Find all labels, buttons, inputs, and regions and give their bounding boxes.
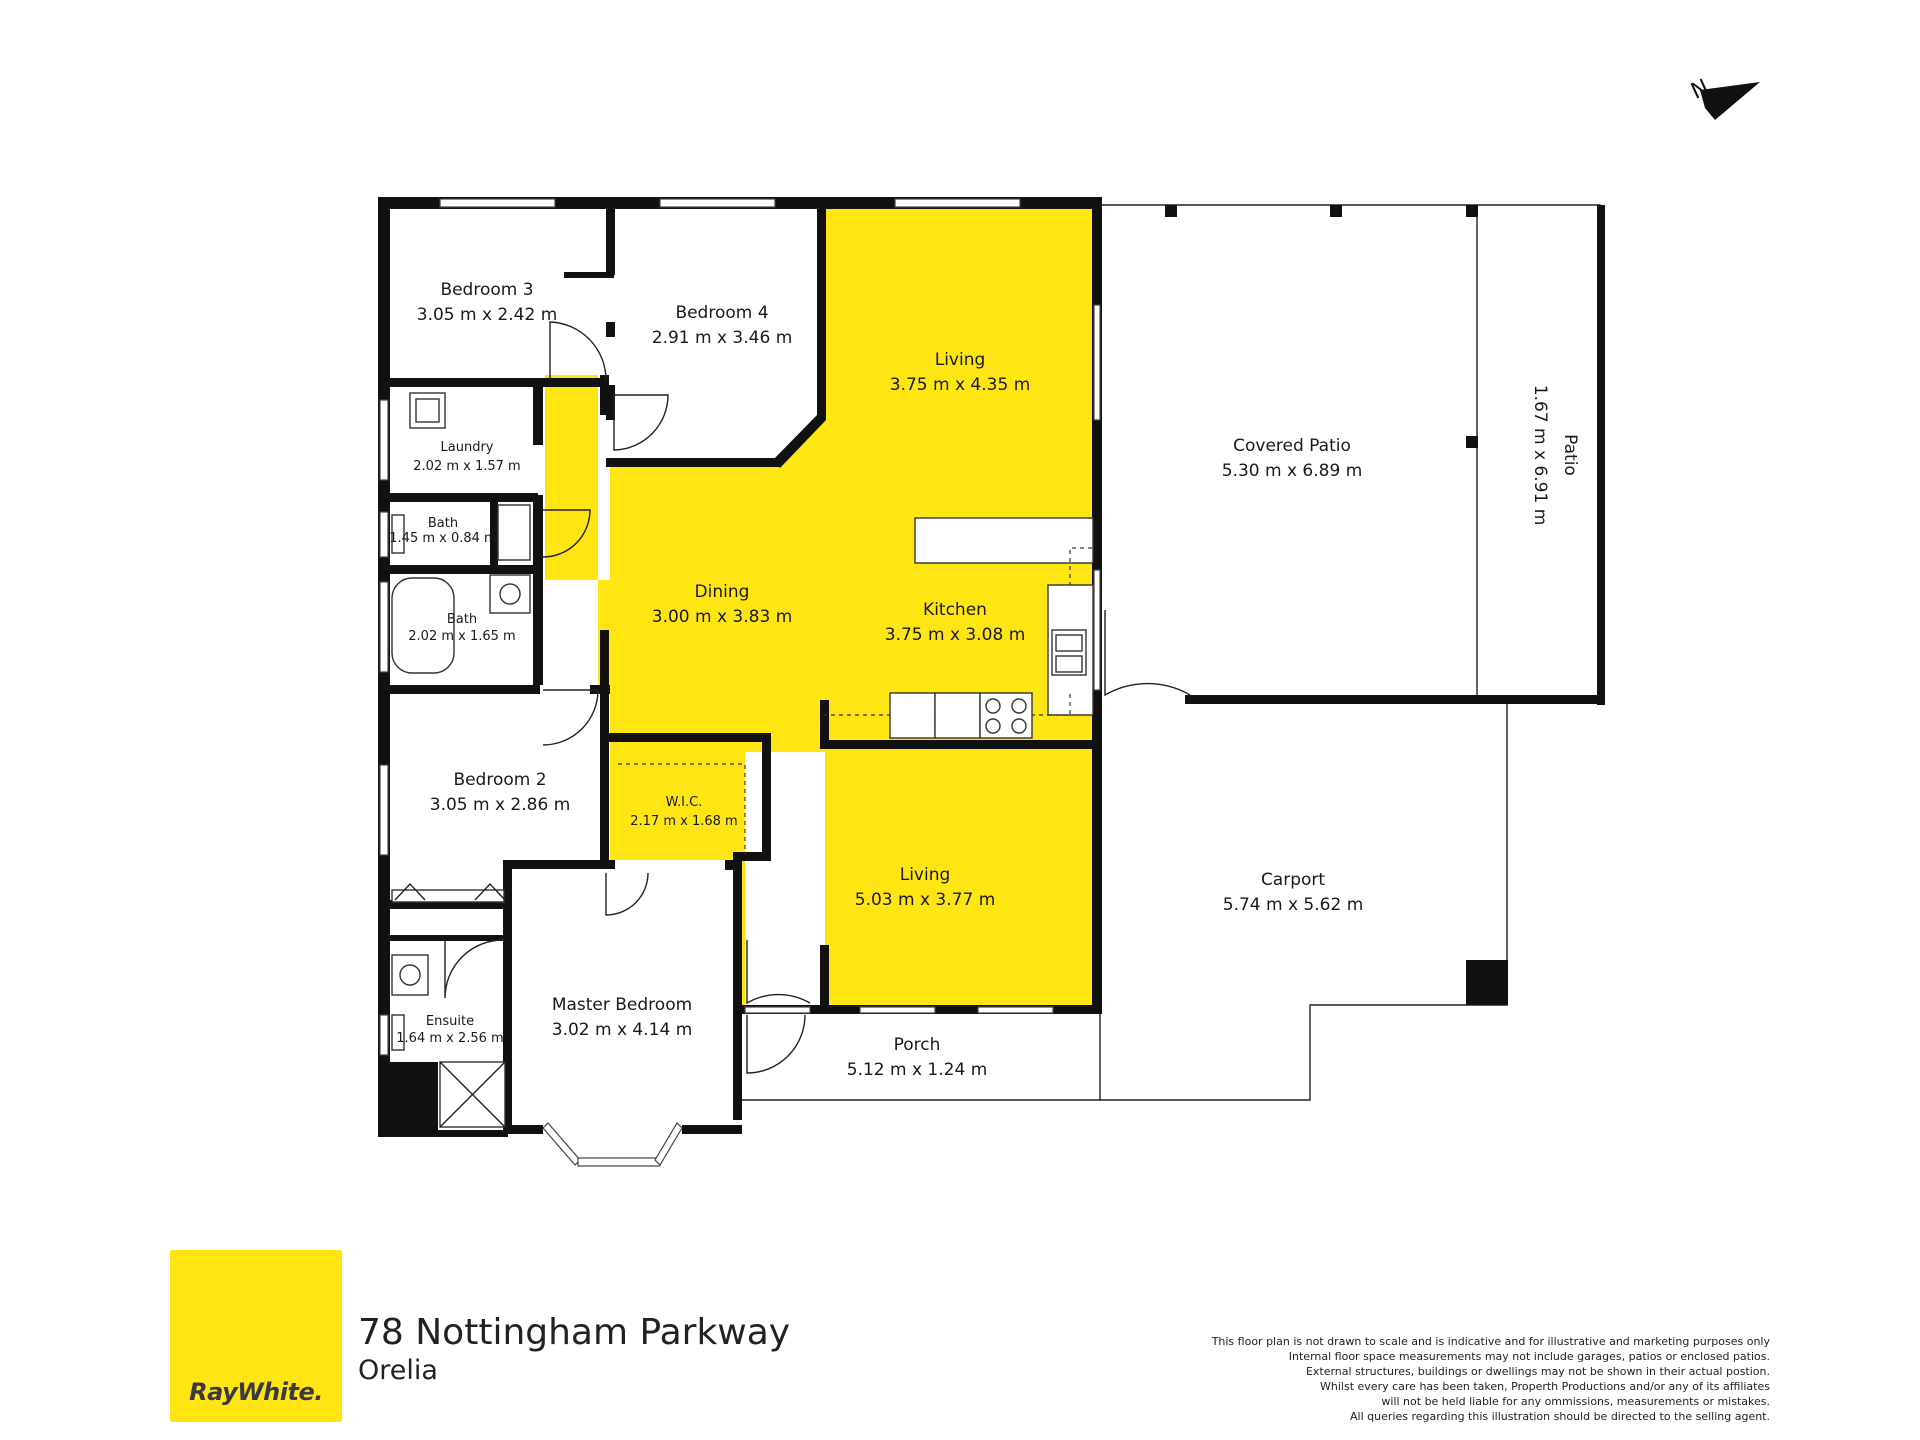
bath-dims: 2.02 m x 1.65 m [408,629,515,644]
bedroom4-dims: 2.91 m x 3.46 m [652,328,793,348]
bedroom4-name: Bedroom 4 [675,303,768,323]
laundry-dims: 2.02 m x 1.57 m [413,459,520,474]
kitchen-name: Kitchen [923,600,987,620]
bath-small-name: Bath [428,516,458,531]
bedroom3-dims: 3.05 m x 2.42 m [417,305,558,325]
patio-post [1466,436,1478,448]
porch-dims: 5.12 m x 1.24 m [847,1060,988,1080]
doors [444,321,1191,1074]
dining-dims: 3.00 m x 3.83 m [652,607,793,627]
ensuite-dims: 1.64 m x 2.56 m [396,1031,503,1046]
disclaimer-line: Internal floor space measurements may no… [1288,1350,1770,1363]
laundry-name: Laundry [441,440,494,455]
logo-text: RayWhite. [189,1378,323,1406]
bath-name: Bath [447,612,477,627]
disclaimer-line: External structures, buildings or dwelli… [1305,1365,1770,1378]
living-top-name: Living [935,350,986,370]
fixtures [391,392,1094,1128]
north-arrow: N [1687,75,1760,120]
patio-post [1330,205,1342,217]
wic-dims: 2.17 m x 1.68 m [630,814,737,829]
bedroom2-name: Bedroom 2 [453,770,546,790]
raywhite-logo: RayWhite. [170,1250,342,1422]
porch-name: Porch [894,1035,941,1055]
disclaimer-line: All queries regarding this illustration … [1350,1410,1770,1423]
compass-arrow-icon [1700,82,1760,120]
living-top-dims: 3.75 m x 4.35 m [890,375,1031,395]
carport-name: Carport [1261,870,1325,890]
ensuite-name: Ensuite [426,1014,474,1029]
living-area-highlight [545,205,1100,1010]
carport-pillar [1466,960,1508,1005]
bedroom3-name: Bedroom 3 [440,280,533,300]
disclaimer-line: This floor plan is not drawn to scale an… [1211,1335,1770,1348]
property-address: 78 Nottingham Parkway [358,1312,791,1353]
dining-name: Dining [695,582,750,602]
patio-post [1165,205,1177,217]
disclaimer: This floor plan is not drawn to scale an… [1070,1334,1770,1424]
bath-small-dims: 1.45 m x 0.84 m [389,531,496,546]
covered-patio-dims: 5.30 m x 6.89 m [1222,461,1363,481]
patio-post [1466,205,1478,217]
living-bottom-name: Living [900,865,951,885]
windows [379,198,1101,1167]
patio-name: Patio [1560,434,1580,476]
bedroom2-dims: 3.05 m x 2.86 m [430,795,571,815]
master-bedroom-dims: 3.02 m x 4.14 m [552,1020,693,1040]
master-bedroom-name: Master Bedroom [552,995,692,1015]
wic-name: W.I.C. [666,795,703,810]
living-bottom-dims: 5.03 m x 3.77 m [855,890,996,910]
covered-patio-name: Covered Patio [1233,436,1351,456]
property-suburb: Orelia [358,1355,438,1386]
disclaimer-line: Whilst every care has been taken, Proper… [1320,1380,1770,1393]
carport-dims: 5.74 m x 5.62 m [1223,895,1364,915]
patio-dims: 1.67 m x 6.91 m [1530,385,1550,526]
room-labels: Bedroom 3 3.05 m x 2.42 m Bedroom 4 2.91… [389,280,1580,1080]
kitchen-dims: 3.75 m x 3.08 m [885,625,1026,645]
disclaimer-line: will not be held liable for any ommissio… [1381,1395,1770,1408]
